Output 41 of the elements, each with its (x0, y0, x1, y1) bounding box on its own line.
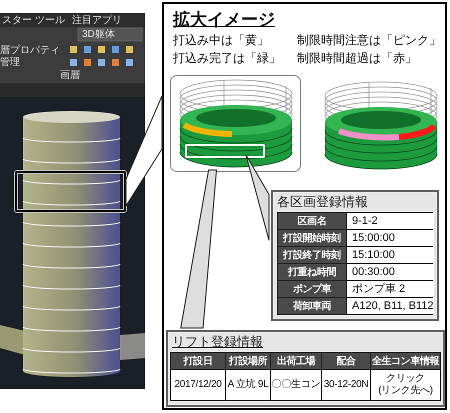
info-panel (271, 190, 439, 321)
callout-panel (162, 2, 447, 410)
panel-title: 各区画登録情報 (277, 193, 369, 210)
status-note: 制限時間超過は「赤」 (297, 50, 417, 66)
table-header-cell: 打重ね時間 (278, 264, 346, 280)
table-header-cell: 打設日 (171, 353, 225, 369)
table-cell: 〇〇生コン (271, 370, 321, 400)
selection-rectangle (15, 171, 126, 212)
table-header-cell: 配合 (322, 353, 370, 369)
toolbar-label: 層プロパティ管理 (0, 45, 61, 69)
info-panel (166, 330, 445, 407)
table-cell: 00:30:00 (347, 264, 434, 280)
panel-title: リフト登録情報 (172, 333, 264, 350)
table-header-cell: 出荷工場 (271, 353, 321, 369)
table-header-cell: 区画名 (278, 213, 346, 229)
callout-wedge (126, 95, 162, 208)
callout-wedge (180, 170, 218, 328)
table-cell: A 立坑 9L (226, 370, 270, 400)
link-text: クリック(リンク先へ) (371, 370, 440, 400)
toolbar-label: 3D躯体 (82, 29, 115, 41)
table-cell: 2017/12/20 (171, 370, 225, 400)
callout-wedge (246, 154, 270, 241)
toolbar-label: 注目アプリ (72, 15, 122, 27)
status-note: 制限時間注意は「ピンク」 (297, 32, 441, 48)
toolbar-label: 画層 (60, 70, 80, 82)
toolbar-label: スター ツール (2, 15, 65, 27)
table-header-cell: 荷卸車両 (278, 298, 346, 314)
table-cell: 9-1-2 (347, 213, 434, 229)
highlight-outline (185, 144, 265, 158)
status-note: 打込み完了は「緑」 (173, 50, 281, 66)
table-header-cell: 打設開始時刻 (278, 230, 346, 246)
status-note: 打込み中は「黄」 (173, 32, 269, 48)
table-header-cell: 全生コン車情報 (371, 353, 440, 369)
table-cell: A120, B11, B112 (347, 298, 434, 314)
table-cell: ポンプ車 2 (347, 281, 434, 297)
table-cell: 15:00:00 (347, 230, 434, 246)
table-header-cell: ポンプ車 (278, 281, 346, 297)
table-header-cell: 打設終了時刻 (278, 247, 346, 263)
table-cell: 15:10:00 (347, 247, 434, 263)
table-header-cell: 打設場所 (226, 353, 270, 369)
table-cell: 30-12-20N (322, 370, 370, 400)
